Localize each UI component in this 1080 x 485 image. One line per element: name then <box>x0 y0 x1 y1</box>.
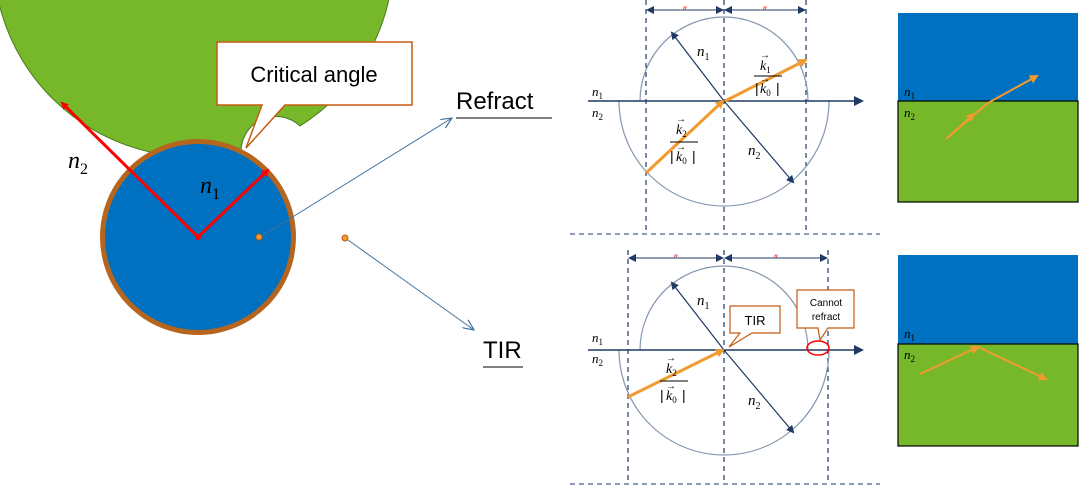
svg-text:→: → <box>760 50 770 61</box>
svg-text:→: → <box>666 353 676 364</box>
k2-fraction-bottom: k2 → | k0 | → <box>660 353 688 405</box>
outer-index-label: n2 <box>68 148 88 178</box>
svg-text:Cannot: Cannot <box>810 298 842 309</box>
outer-medium-disk <box>0 0 390 158</box>
svg-text:TIR: TIR <box>745 313 766 328</box>
svg-text:n1: n1 <box>904 326 915 343</box>
svg-text:n1: n1 <box>697 293 710 312</box>
tir-pointer <box>347 239 474 330</box>
svg-text:n1: n1 <box>904 84 915 101</box>
n2-radius-arrow <box>723 100 795 184</box>
center-point <box>195 234 201 240</box>
bottom-construction: ″ ″ <box>570 250 880 485</box>
refract-sample-point <box>255 233 263 241</box>
top-construction: ″ ″ <box>570 0 880 235</box>
svg-text:″: ″ <box>674 253 678 265</box>
svg-text:n1: n1 <box>592 330 603 347</box>
svg-text:k0: k0 <box>676 150 687 166</box>
k2-arrow-tir <box>627 348 725 399</box>
k1-arrow <box>724 58 808 103</box>
index-circles <box>0 0 390 335</box>
tir-callout <box>728 305 781 348</box>
n2-semicircle <box>618 100 830 207</box>
k1-fraction: k1 → | k0 | → <box>754 50 782 98</box>
svg-text:→: → <box>676 142 686 153</box>
svg-text:″: ″ <box>774 253 778 265</box>
svg-text:″: ″ <box>683 5 687 17</box>
svg-text:→: → <box>676 114 686 125</box>
panel-tir <box>897 255 1079 447</box>
outer-radius-arrow <box>60 101 200 239</box>
critical-angle-text: Critical angle <box>250 62 377 87</box>
svg-text:k0: k0 <box>760 82 771 98</box>
svg-text:k1: k1 <box>760 59 771 75</box>
panel-refract <box>897 13 1079 203</box>
refract-label: Refract <box>456 88 534 115</box>
inner-radius-arrow <box>196 168 270 239</box>
svg-text:→: → <box>760 74 770 85</box>
svg-text:n2: n2 <box>592 351 603 368</box>
svg-text:k2: k2 <box>676 123 687 139</box>
k2-fraction: k2 → | k0 | → <box>670 114 698 166</box>
n1-radius-arrow <box>670 31 725 102</box>
svg-text:n2: n2 <box>904 347 915 364</box>
svg-text:|: | <box>660 387 664 403</box>
svg-text:n1: n1 <box>697 44 710 63</box>
svg-text:n2: n2 <box>748 143 761 162</box>
svg-text:″: ″ <box>763 5 767 17</box>
cannot-refract-marker <box>806 340 830 356</box>
tir-label: TIR <box>483 337 522 364</box>
k2-arrow <box>644 99 725 175</box>
svg-text:|: | <box>682 387 686 403</box>
svg-text:|: | <box>692 148 696 164</box>
svg-text:|: | <box>776 80 780 96</box>
svg-text:n2: n2 <box>904 105 915 122</box>
refract-pointer <box>261 118 452 237</box>
svg-text:|: | <box>670 148 674 164</box>
tir-sample-point <box>341 234 349 242</box>
inner-index-label: n1 <box>200 173 220 203</box>
svg-text:|: | <box>755 80 759 96</box>
svg-text:k2: k2 <box>666 362 677 378</box>
svg-text:n2: n2 <box>592 105 603 122</box>
svg-text:→: → <box>666 381 676 392</box>
cannot-refract-callout <box>796 289 855 342</box>
svg-text:n1: n1 <box>592 84 603 101</box>
critical-angle-callout: Critical angle <box>216 41 413 149</box>
svg-text:k0: k0 <box>666 389 677 405</box>
svg-text:refract: refract <box>812 312 841 323</box>
svg-text:n2: n2 <box>748 393 761 412</box>
